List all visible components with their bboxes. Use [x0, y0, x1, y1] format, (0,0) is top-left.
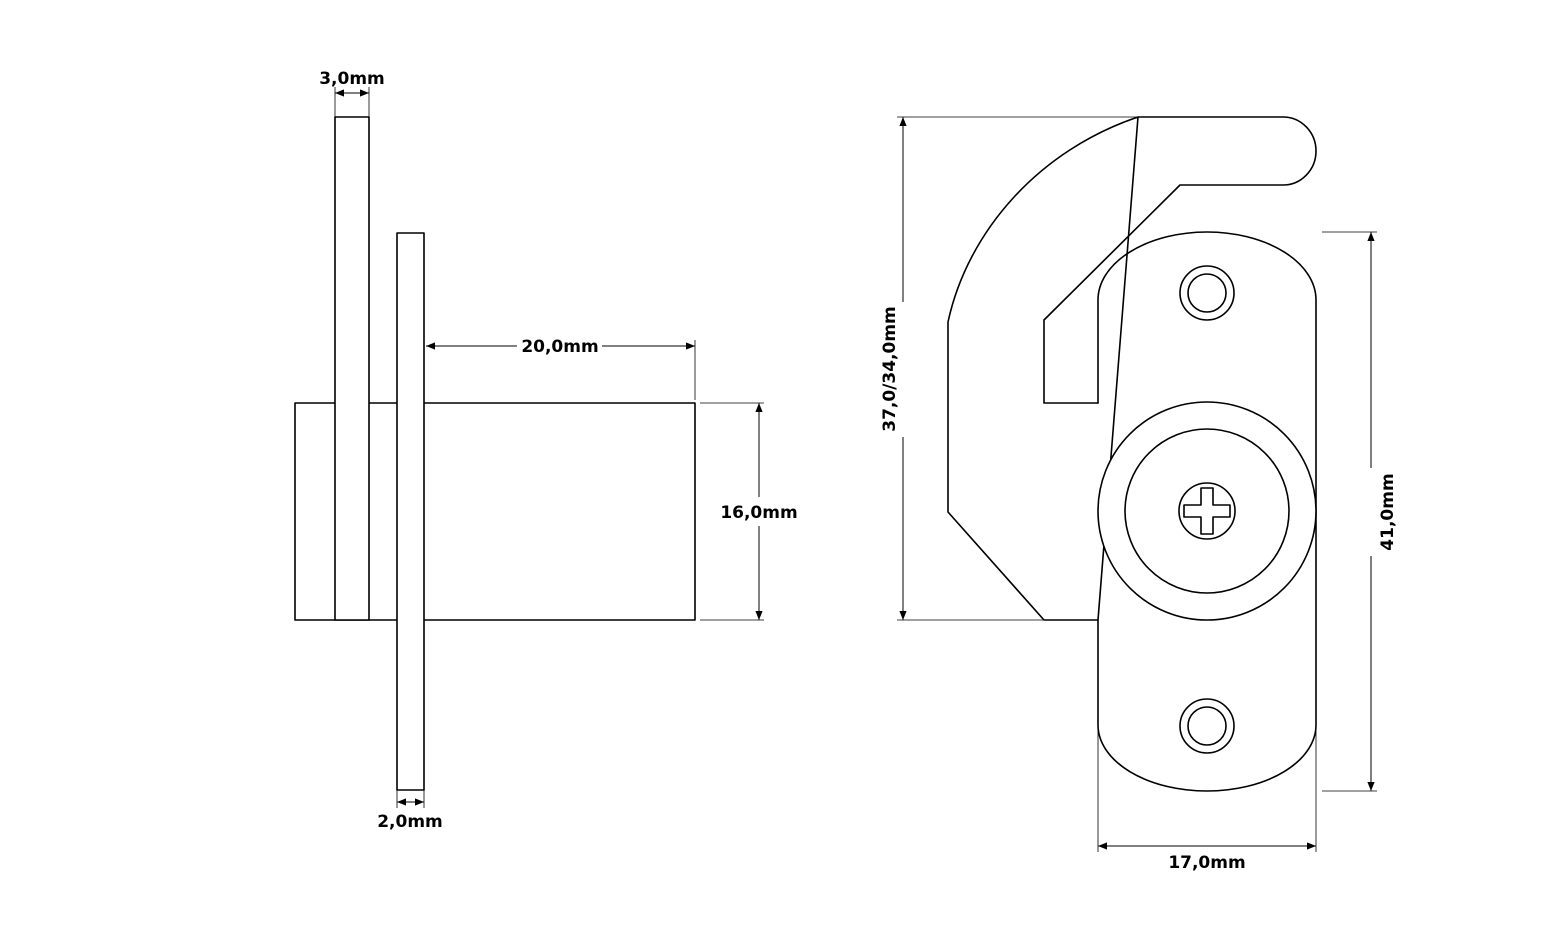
top-screw-hole-inner: [1187, 273, 1227, 313]
dimension-plate-length: 41,0mm: [1322, 231, 1398, 792]
phillips-cross-icon: [1183, 487, 1231, 535]
dimension-hook-height: 37,0/34,0mm: [880, 116, 1138, 621]
dimension-flange-thickness: 2,0mm: [377, 790, 443, 832]
dimension-label-flange-thickness: 2,0mm: [377, 812, 443, 832]
front-flange: [396, 232, 425, 791]
side-view: 3,0mm 2,0mm 20,0mm 16,0mm: [294, 69, 798, 832]
hook-latch: [947, 116, 1317, 621]
dimension-label-body-diameter: 16,0mm: [720, 503, 797, 523]
dimension-body-length: 20,0mm: [426, 337, 696, 400]
bottom-screw-hole-inner: [1187, 706, 1227, 746]
cylinder-outer-ring: [1097, 401, 1317, 621]
top-screw-hole-outer: [1179, 265, 1235, 321]
dimension-label-plate-length: 41,0mm: [1378, 473, 1398, 550]
dimension-plate-thickness: 3,0mm: [319, 69, 385, 117]
dimension-plate-width: 17,0mm: [1097, 730, 1317, 873]
dimension-body-diameter: 16,0mm: [700, 402, 798, 621]
dimension-label-plate-thickness: 3,0mm: [319, 69, 385, 89]
screw-head: [1178, 482, 1236, 540]
bottom-screw-hole-outer: [1179, 698, 1235, 754]
cylinder-body: [294, 402, 696, 621]
dimension-label-plate-width: 17,0mm: [1168, 853, 1245, 873]
back-plate: [334, 116, 370, 621]
dimension-label-hook-height: 37,0/34,0mm: [880, 306, 900, 432]
front-view: 37,0/34,0mm 41,0mm 17,0mm: [880, 116, 1398, 873]
cylinder-inner-ring: [1124, 428, 1290, 594]
dimension-label-body-length: 20,0mm: [521, 337, 598, 357]
